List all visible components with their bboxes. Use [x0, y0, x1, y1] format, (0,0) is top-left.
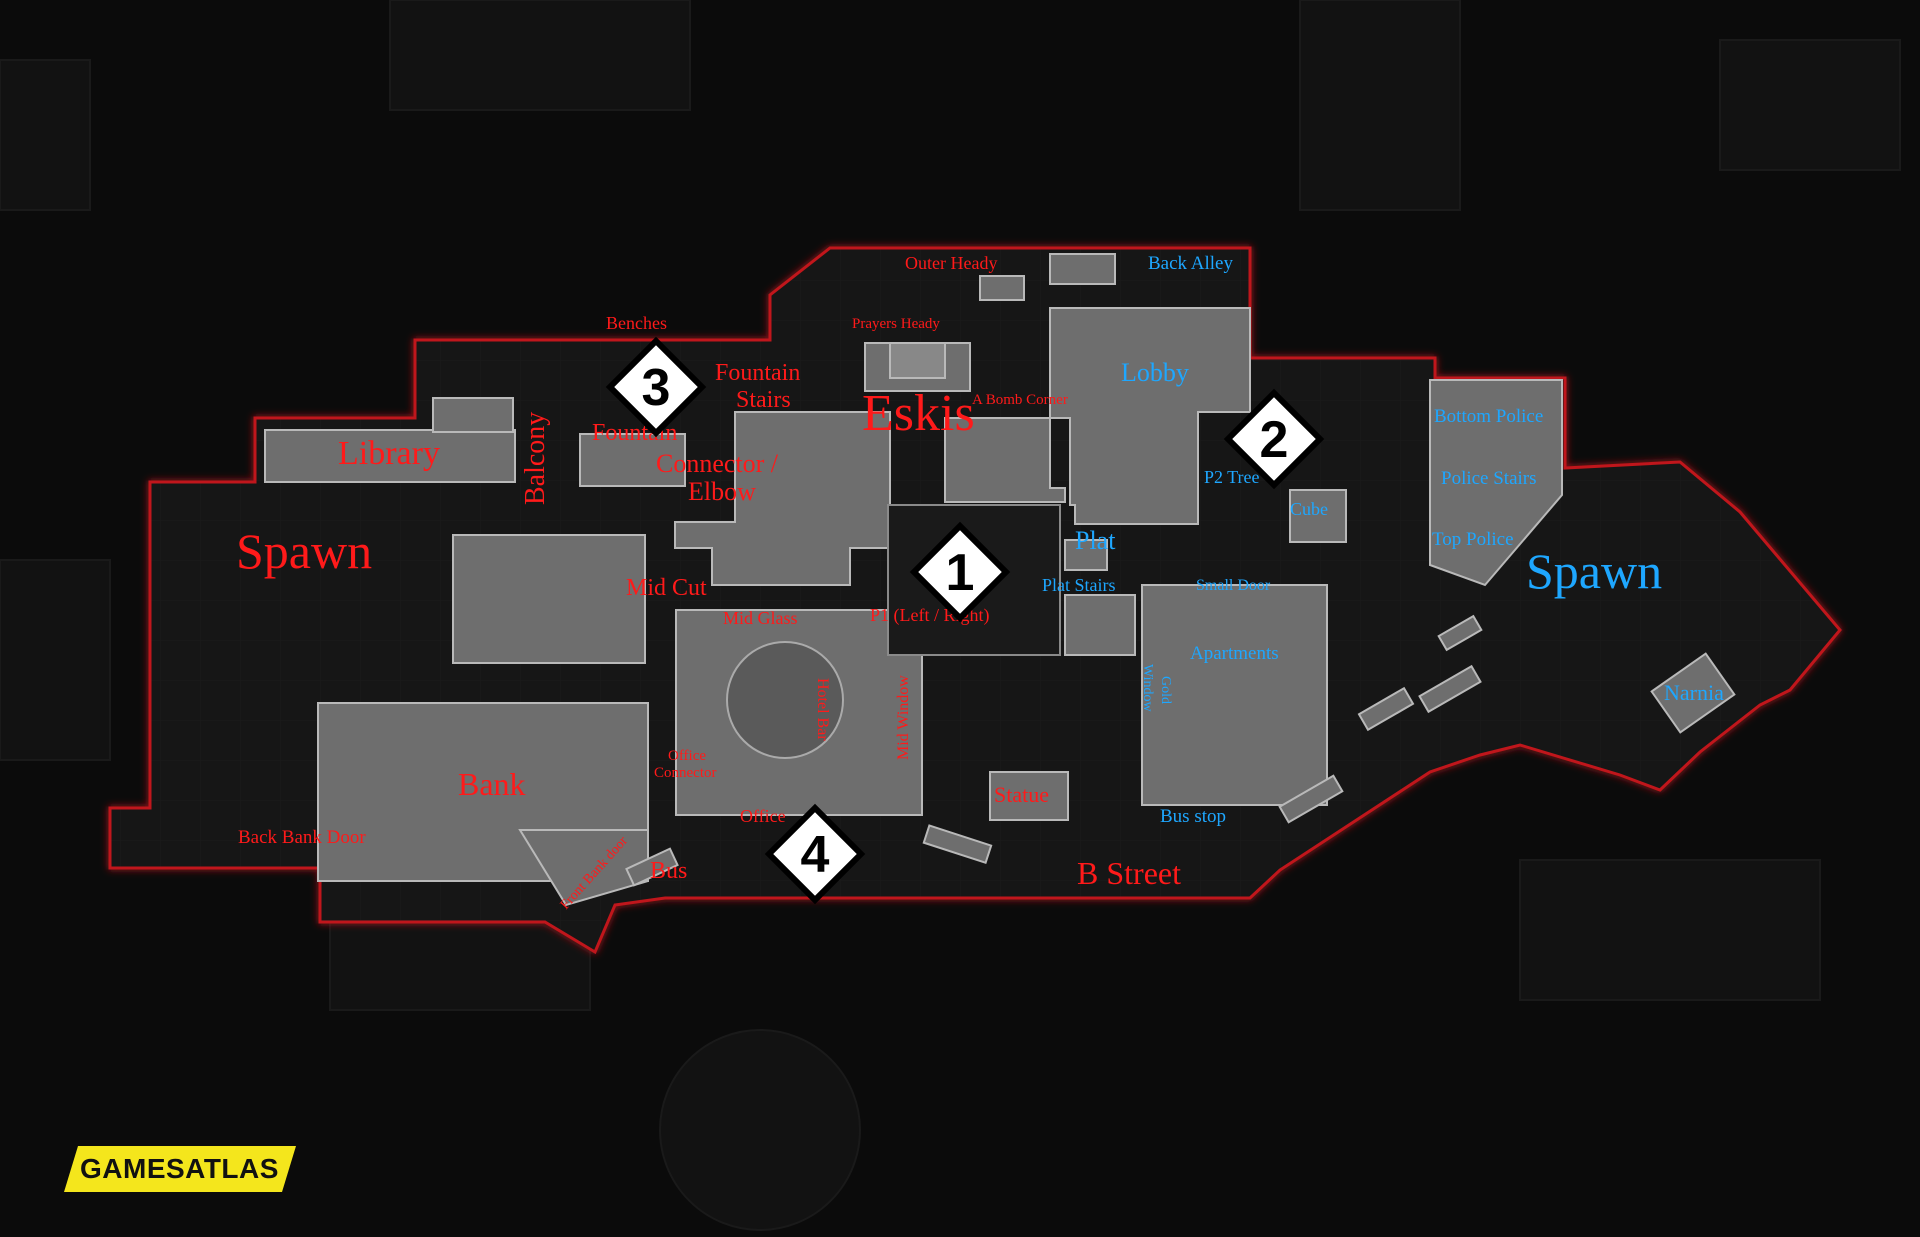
label-apartments: Apartments: [1190, 643, 1279, 664]
label-outer-heady: Outer Heady: [905, 253, 997, 273]
label-lobby: Lobby: [1121, 358, 1189, 387]
marker-2: 2: [1223, 388, 1325, 490]
label-connector-2: Elbow: [688, 477, 756, 506]
label-a-bomb-corner: A Bomb Corner: [972, 392, 1068, 408]
label-mid-cut: Mid Cut: [626, 575, 707, 601]
label-prayers-heady: Prayers Heady: [852, 316, 940, 332]
connector-elbow-block: [674, 411, 891, 586]
marker-4: 4: [764, 803, 866, 905]
label-bus-stop: Bus stop: [1160, 806, 1226, 827]
fountain-block: [579, 433, 686, 487]
label-spawn-blue: Spawn: [1526, 543, 1662, 599]
label-gold-window-1: Gold: [1158, 676, 1173, 704]
label-balcony: Balcony: [520, 412, 551, 505]
label-office: Office: [740, 806, 786, 826]
label-office-connector-2: Connector: [654, 765, 716, 781]
gamesatlas-logo: GAMESATLAS: [80, 1153, 279, 1184]
marker-1: 1: [909, 521, 1011, 623]
label-office-connector-1: Office: [668, 748, 706, 764]
label-small-door: Small Door: [1196, 577, 1271, 594]
lobby-block: [944, 307, 1251, 525]
label-hotel-bar: Hotel Bar: [814, 678, 831, 741]
label-b-street: B Street: [1077, 855, 1181, 891]
blue-labels: Back Alley Lobby P2 Tree Cube Plat Plat …: [1042, 253, 1724, 827]
label-gold-window-2: Window: [1140, 664, 1155, 713]
label-library: Library: [338, 435, 440, 472]
plat-stairs-block: [1064, 594, 1136, 656]
label-p2-tree: P2 Tree: [1204, 467, 1260, 487]
label-mid-window: Mid Window: [895, 675, 912, 760]
label-fountain-stairs-1: Fountain: [715, 360, 800, 386]
statue-block: [989, 771, 1069, 821]
marker-3-number: 3: [642, 359, 671, 417]
police-block: [1429, 379, 1563, 587]
marker-2-number: 2: [1260, 411, 1289, 469]
label-plat: Plat: [1075, 526, 1116, 555]
label-bank: Bank: [458, 766, 526, 802]
label-top-police: Top Police: [1432, 529, 1514, 550]
narnia-block: [1650, 652, 1736, 734]
marker-3: 3: [605, 336, 707, 438]
label-spawn-red: Spawn: [236, 523, 372, 579]
marker-1-number: 1: [946, 544, 975, 602]
label-narnia: Narnia: [1664, 680, 1724, 705]
label-police-stairs: Police Stairs: [1441, 468, 1537, 489]
label-fountain-stairs-2: Stairs: [736, 387, 791, 413]
label-mid-glass: Mid Glass: [723, 608, 798, 628]
fountain-circle: [726, 641, 844, 759]
outer-heady-block: [1049, 253, 1116, 285]
label-bottom-police: Bottom Police: [1434, 406, 1543, 427]
label-benches: Benches: [606, 313, 667, 333]
label-back-alley: Back Alley: [1148, 253, 1233, 274]
apartments-block: [1141, 584, 1328, 806]
label-eskis: Eskis: [862, 385, 975, 442]
label-back-bank-door: Back Bank Door: [238, 827, 366, 848]
library-building: [264, 429, 516, 483]
logo-badge: [64, 1146, 296, 1192]
label-bus: Bus: [650, 858, 687, 884]
marker-4-number: 4: [801, 826, 830, 884]
bus-vehicle: [625, 847, 679, 887]
label-plat-stairs: Plat Stairs: [1042, 575, 1116, 595]
cube-block: [1289, 489, 1347, 543]
red-labels: Spawn Library Balcony Benches Fountain S…: [236, 253, 1181, 913]
label-cube: Cube: [1290, 499, 1328, 519]
spawn-block: [452, 534, 646, 664]
label-connector-1: Connector /: [656, 449, 779, 478]
label-statue: Statue: [994, 782, 1049, 807]
